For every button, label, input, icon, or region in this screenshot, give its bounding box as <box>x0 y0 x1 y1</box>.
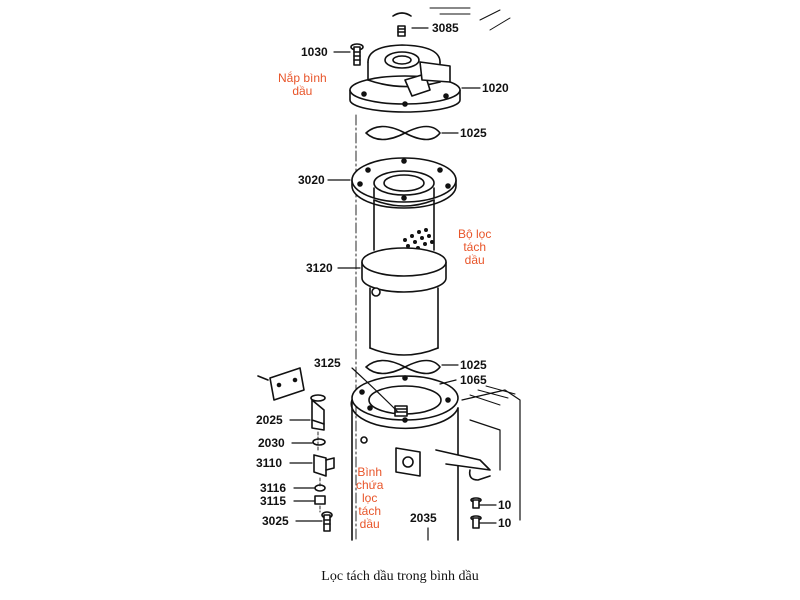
label-vessel-line: lọc <box>362 491 378 505</box>
part-number-1030: 1030 <box>301 45 328 59</box>
bolt-right <box>470 497 482 529</box>
part-number-1025-bottom: 1025 <box>460 358 487 372</box>
top-frame-lines <box>429 7 511 31</box>
label-cover-line: dầu <box>292 84 313 98</box>
label-filter-line: Bộ lọc <box>458 227 492 241</box>
part-number-3120: 3120 <box>306 261 333 275</box>
part-number-1025-top: 1025 <box>460 126 487 140</box>
flange-3020 <box>351 157 457 209</box>
gasket-1025-bottom <box>365 359 441 375</box>
part-number-10-upper: 10 <box>498 498 512 512</box>
label-vessel-line: Bình <box>357 465 383 479</box>
plate-part <box>257 367 305 401</box>
label-vessel-line: dầu <box>359 517 380 531</box>
bolt-3085 <box>392 12 412 37</box>
cover-1020 <box>349 44 461 113</box>
part-number-3020: 3020 <box>298 173 325 187</box>
part-number-3125: 3125 <box>314 356 341 370</box>
bolt-1030 <box>350 43 364 66</box>
label-filter-line: dầu <box>464 253 485 267</box>
part-number-3085: 3085 <box>432 21 459 35</box>
gasket-1025-top <box>365 125 441 141</box>
plug-3115 <box>314 495 326 505</box>
part-number-1065: 1065 <box>460 373 487 387</box>
label-filter: Bộ lọc tách dầu <box>458 228 491 267</box>
label-filter-line: tách <box>463 240 487 254</box>
part-number-3025: 3025 <box>262 514 289 528</box>
part-number-3116: 3116 <box>260 481 287 495</box>
tee-3110 <box>313 454 335 477</box>
filter-element-3120 <box>361 199 447 356</box>
part-number-2030: 2030 <box>258 436 285 450</box>
label-cover-line: Nắp bình <box>278 71 327 85</box>
label-cover: Nắp bình dầu <box>278 72 327 98</box>
part-number-3115: 3115 <box>260 494 287 508</box>
washer-2030 <box>312 438 326 446</box>
part-number-2035: 2035 <box>410 511 437 525</box>
vessel-1065 <box>350 375 521 541</box>
part-number-1020: 1020 <box>482 81 509 95</box>
part-number-3110: 3110 <box>256 456 283 470</box>
leader-lines <box>289 27 497 524</box>
part-number-10-lower: 10 <box>498 516 512 530</box>
elbow-2025 <box>310 394 326 431</box>
label-vessel-line: tách <box>358 504 382 518</box>
label-vessel: Bình chứa lọc tách dầu <box>356 466 383 531</box>
left-dash-axis <box>317 431 321 513</box>
bolt-3025 <box>321 511 333 532</box>
label-vessel-line: chứa <box>356 478 384 492</box>
part-number-2025: 2025 <box>256 413 283 427</box>
figure-caption: Lọc tách dầu trong bình dầu <box>321 569 479 584</box>
